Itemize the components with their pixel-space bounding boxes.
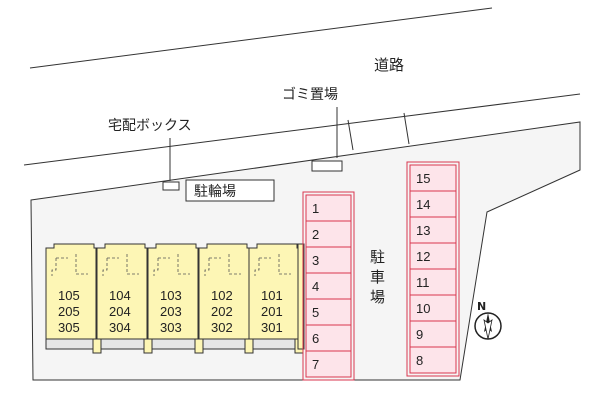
parking-space-number: 7 <box>312 357 319 372</box>
delivery-box <box>162 181 180 191</box>
unit-interior-outline <box>204 254 241 276</box>
parking-space-number: 5 <box>312 305 319 320</box>
parking-space <box>305 350 352 378</box>
road-edge-upper <box>29 7 493 69</box>
unit-entrance <box>143 338 153 354</box>
unit-entrance <box>92 338 102 354</box>
road-edge-lower <box>23 93 581 166</box>
unit-number: 205 <box>58 304 80 319</box>
unit-number: 203 <box>160 304 182 319</box>
parking-right-outline <box>406 161 460 377</box>
unit-interior-outline <box>153 254 190 276</box>
road-label: 道路 <box>374 56 404 74</box>
parking-space-number: 14 <box>416 197 430 212</box>
parking-right-column: 15 14 13 12 11 10 9 8 <box>406 161 460 377</box>
parking-space-number: 3 <box>312 253 319 268</box>
parking-space <box>409 294 457 322</box>
building-eave <box>45 338 300 350</box>
bicycle-parking <box>185 179 275 202</box>
unit-number: 305 <box>58 320 80 335</box>
parking-space <box>409 242 457 270</box>
parking-space <box>305 194 352 222</box>
parking-space-number: 6 <box>312 331 319 346</box>
parking-space-number: 15 <box>416 171 430 186</box>
driveway-line-left <box>347 119 354 151</box>
north-label: N <box>477 300 486 313</box>
unit-number: 104 <box>109 288 131 303</box>
parking-space-number: 4 <box>312 279 319 294</box>
parking-left-outline <box>302 191 355 381</box>
garbage-station <box>311 160 343 172</box>
parking-label-char-3: 場 <box>370 288 385 306</box>
unit-interior-outline <box>254 254 291 276</box>
building-end-wall <box>297 243 305 350</box>
unit-number: 303 <box>160 320 182 335</box>
unit-interior-outline <box>102 254 139 276</box>
parking-space <box>305 272 352 300</box>
unit-number: 204 <box>109 304 131 319</box>
parking-space <box>409 268 457 296</box>
unit-number: 103 <box>160 288 182 303</box>
parking-space-number: 9 <box>416 327 423 342</box>
parking-space <box>409 320 457 348</box>
parking-space-number: 2 <box>312 227 319 242</box>
parking-space-number: 10 <box>416 301 430 316</box>
unit-number: 201 <box>261 304 283 319</box>
parking-space-number: 13 <box>416 223 430 238</box>
parking-space <box>409 164 457 192</box>
parking-space-number: 11 <box>416 275 430 290</box>
parking-space-number: 12 <box>416 249 430 264</box>
parking-space <box>409 216 457 244</box>
unit-number: 105 <box>58 288 80 303</box>
unit-entrance <box>244 338 254 354</box>
parking-space <box>305 246 352 274</box>
unit-entrance <box>194 338 204 354</box>
parking-left-column: 1 2 3 4 5 6 7 <box>302 191 355 381</box>
unit-interior-outline <box>51 254 88 276</box>
delivery-box-label: 宅配ボックス <box>108 118 192 134</box>
parking-space-number: 1 <box>312 201 319 216</box>
garbage-label: ゴミ置場 <box>282 86 338 103</box>
parking-space-number: 8 <box>416 353 423 368</box>
parking-label-char-2: 車 <box>370 268 385 286</box>
bicycle-parking-label: 駐輪場 <box>194 183 236 200</box>
unit-number: 304 <box>109 320 131 335</box>
parking-label-char-1: 駐 <box>370 248 385 266</box>
unit-number: 301 <box>261 320 283 335</box>
unit-number: 101 <box>261 288 283 303</box>
parking-space <box>409 190 457 218</box>
parking-space <box>409 346 457 374</box>
unit-number: 202 <box>211 304 233 319</box>
driveway-line-right <box>403 112 410 145</box>
north-compass-icon: N <box>474 300 502 340</box>
unit-number: 302 <box>211 320 233 335</box>
unit-number: 102 <box>211 288 233 303</box>
